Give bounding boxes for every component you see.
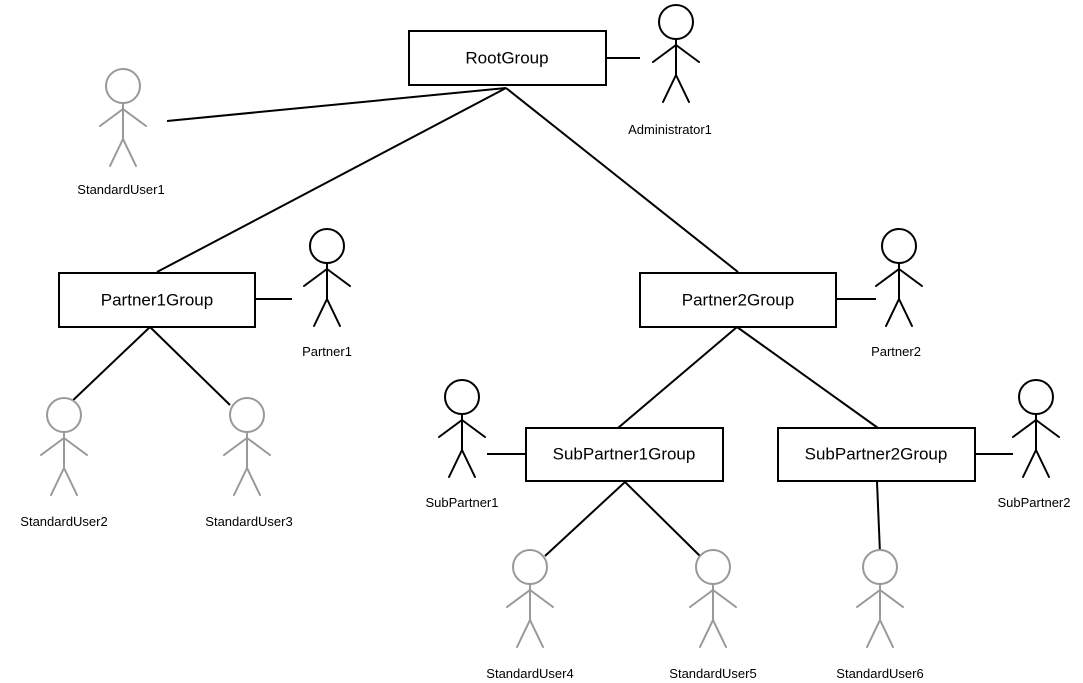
connector-subpartner1group-standarduser5: [624, 481, 701, 557]
actor-label: Partner2: [871, 344, 921, 359]
group-box: [639, 272, 837, 328]
actor-label: StandardUser2: [20, 514, 107, 529]
actor-standarduser6: StandardUser6: [836, 549, 924, 681]
connector-root-standarduser1: [166, 87, 507, 122]
connectors: [67, 57, 1013, 557]
group-label: RootGroup: [465, 49, 548, 68]
actor-label: StandardUser5: [669, 666, 756, 681]
actor-label: StandardUser4: [486, 666, 573, 681]
connector-partner1group-standarduser3: [149, 326, 231, 406]
actor-standarduser2: StandardUser2: [20, 397, 108, 529]
connector-subpartner1group-standarduser4: [544, 481, 626, 557]
stick-figure-icon: [652, 4, 700, 103]
actor-standarduser4: StandardUser4: [486, 549, 574, 681]
group-rootgroup: RootGroup: [408, 30, 607, 86]
connector-subpartner2group-standarduser6: [876, 481, 881, 554]
group-partner2group: Partner2Group: [639, 272, 837, 328]
actor-partner1: Partner1: [302, 228, 352, 359]
group-label: SubPartner2Group: [805, 445, 948, 464]
actor-standarduser5: StandardUser5: [669, 549, 757, 681]
group-subpartner1group: SubPartner1Group: [525, 427, 724, 482]
stick-figure-icon: [875, 228, 923, 327]
actor-subpartner2: SubPartner2: [998, 379, 1071, 510]
actor-label: StandardUser6: [836, 666, 923, 681]
group-label: Partner2Group: [682, 291, 794, 310]
stick-figure-icon: [1012, 379, 1060, 478]
connector-partner1group-standarduser2: [67, 326, 151, 406]
actor-subpartner1: SubPartner1: [426, 379, 499, 510]
group-box: [58, 272, 256, 328]
actor-standarduser3: StandardUser3: [205, 397, 293, 529]
actor-label: StandardUser3: [205, 514, 292, 529]
actor-label: Partner1: [302, 344, 352, 359]
stick-figure-icon: [689, 549, 737, 648]
group-label: Partner1Group: [101, 291, 213, 310]
stick-figure-icon: [856, 549, 904, 648]
group-subpartner2group: SubPartner2Group: [777, 427, 976, 482]
group-box: [408, 30, 607, 86]
actor-label: SubPartner2: [998, 495, 1071, 510]
stick-figure-icon: [40, 397, 88, 496]
group-box: [525, 427, 724, 482]
connector-root-partner2group: [505, 87, 739, 273]
stick-figure-icon: [99, 68, 147, 167]
actor-label: Administrator1: [628, 122, 712, 137]
actor-label: SubPartner1: [426, 495, 499, 510]
connector-partner2group-subpartner1group: [617, 326, 738, 429]
stick-figure-icon: [303, 228, 351, 327]
group-partner1group: Partner1Group: [58, 272, 256, 328]
actor-standarduser1: StandardUser1: [77, 68, 165, 197]
group-box: [777, 427, 976, 482]
actor-label: StandardUser1: [77, 182, 164, 197]
stick-figure-icon: [438, 379, 486, 478]
connector-partner2group-subpartner2group: [736, 326, 879, 429]
connector-root-partner1group: [156, 87, 507, 273]
stick-figure-icon: [506, 549, 554, 648]
actor-partner2: Partner2: [871, 228, 923, 359]
actor-administrator1: Administrator1: [628, 4, 712, 137]
group-label: SubPartner1Group: [553, 445, 696, 464]
stick-figure-icon: [223, 397, 271, 496]
